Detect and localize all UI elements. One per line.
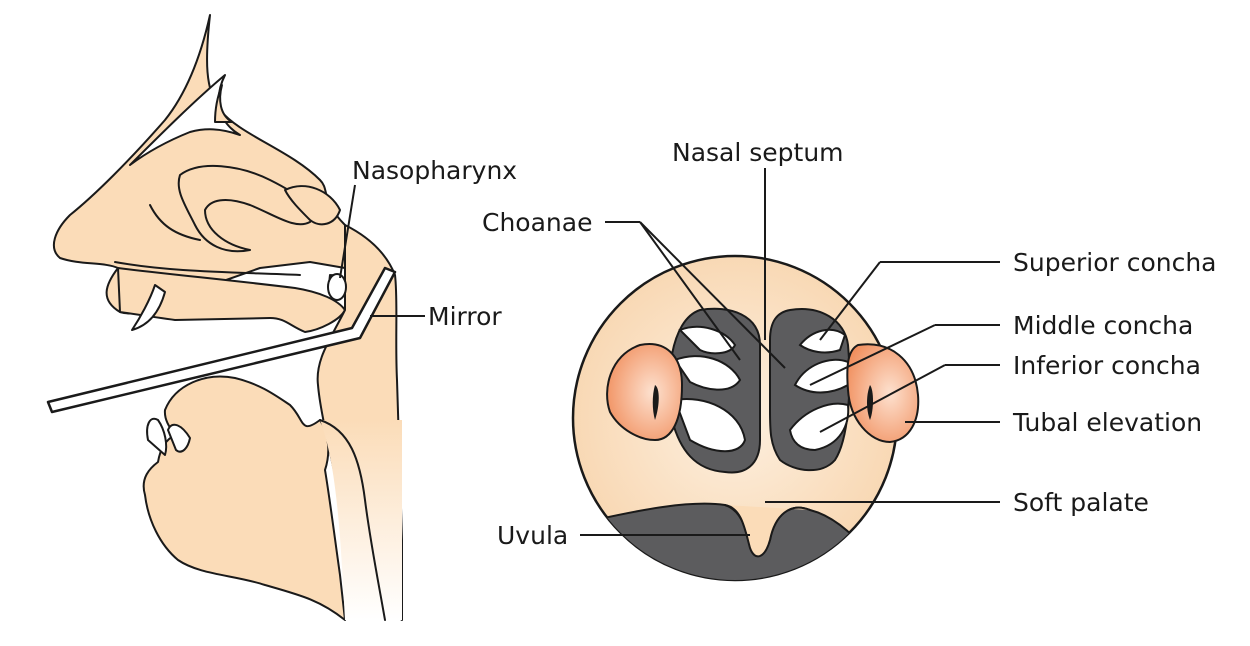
mirror-head (327, 273, 347, 301)
lower-face (142, 375, 346, 621)
lower-tooth-2 (167, 423, 191, 453)
middle-concha-leader-d (809, 324, 936, 386)
label-tubal-elevation: Tubal elevation (1013, 408, 1203, 437)
label-middle-concha: Middle concha (1013, 311, 1194, 340)
right-concha-superior (798, 328, 847, 354)
rhinoscopy-view (571, 254, 920, 582)
neck-fade (320, 420, 402, 620)
concha-lower (114, 204, 301, 276)
left-concha-middle (673, 355, 742, 391)
sagittal-head (52, 14, 403, 621)
label-inferior-concha: Inferior concha (1013, 351, 1201, 380)
right-concha-inferior (788, 402, 850, 452)
left-concha-inferior (673, 398, 747, 453)
right-tubal-elevation (846, 343, 920, 444)
inferior-concha-leader-d (819, 364, 946, 433)
mirror-instrument (46, 184, 425, 414)
label-uvula: Uvula (497, 521, 569, 550)
palate (117, 267, 346, 333)
nasal-bone-inner (214, 84, 233, 123)
leader-lines (580, 168, 1000, 536)
label-mirror: Mirror (428, 302, 502, 331)
choanae-leader-right (639, 221, 786, 369)
choanae-leader-left (639, 221, 741, 361)
left-tubal-opening (652, 385, 659, 420)
concha-middle (284, 185, 341, 226)
label-superior-concha: Superior concha (1013, 248, 1217, 277)
nasopharynx-leader (339, 184, 356, 279)
upper-tooth (131, 284, 166, 331)
uvula-shape (724, 504, 811, 558)
label-nasopharynx: Nasopharynx (352, 156, 518, 185)
throat-line (319, 419, 386, 621)
nose-region (52, 14, 381, 315)
label-soft-palate: Soft palate (1013, 488, 1149, 517)
lower-tooth-1 (146, 417, 168, 456)
superior-concha-leader-d (819, 261, 881, 341)
right-tubal-opening (867, 385, 873, 420)
concha-upper (177, 164, 314, 253)
label-choanae: Choanae (482, 208, 593, 237)
label-nasal-septum: Nasal septum (672, 138, 844, 167)
left-tubal-elevation (606, 343, 684, 442)
